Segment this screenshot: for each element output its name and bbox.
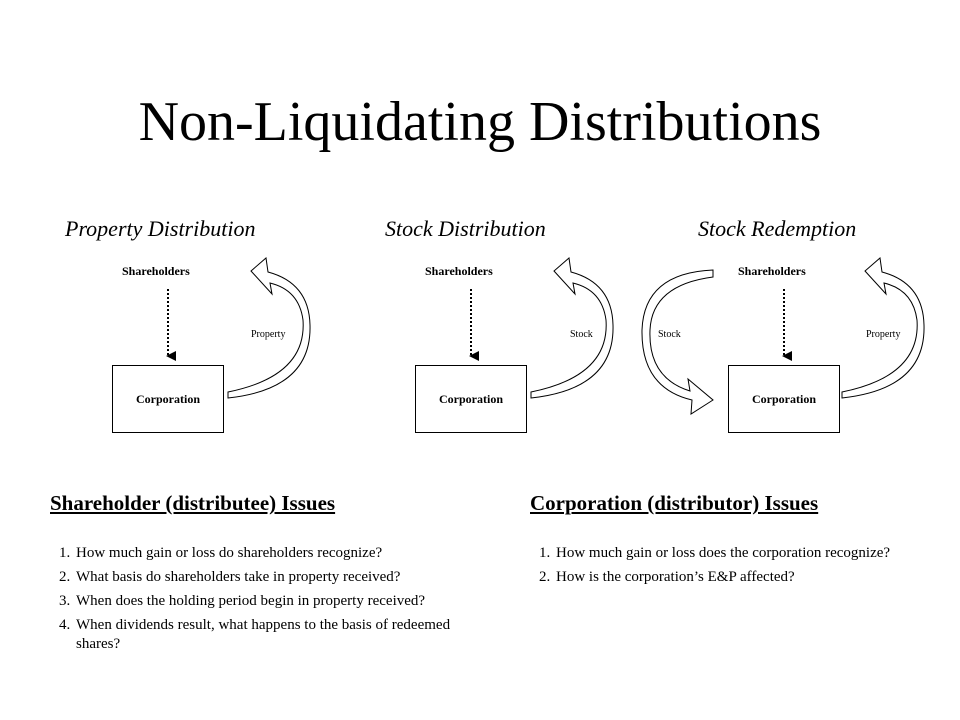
curved-arrow-stock-in-3	[641, 269, 714, 415]
panel-title-stock-redemption: Stock Redemption	[698, 216, 857, 241]
corporation-issues-list: How much gain or loss does the corporati…	[530, 544, 904, 592]
list-item: When dividends result, what happens to t…	[74, 616, 496, 654]
corporation-label-3: Corporation	[752, 391, 816, 406]
shareholders-label-3: Shareholders	[738, 264, 806, 278]
list-item: How much gain or loss does the corporati…	[554, 544, 904, 563]
curved-arrow-property-1	[227, 257, 311, 399]
page-title: Non-Liquidating Distributions	[138, 91, 822, 153]
shareholder-issues-list: How much gain or loss do shareholders re…	[50, 544, 514, 659]
corporation-label-2: Corporation	[439, 391, 503, 406]
flow-label-property-1: Property	[251, 329, 286, 340]
corporation-box-2: Corporation	[415, 365, 527, 433]
panel-title-stock-distribution: Stock Distribution	[385, 216, 546, 241]
shareholder-issues-heading: Shareholder (distributee) Issues	[50, 491, 336, 515]
corporation-issues-heading: Corporation (distributor) Issues	[530, 491, 819, 515]
curved-arrow-stock-2	[530, 257, 614, 399]
flow-label-property-3: Property	[866, 329, 901, 340]
flow-label-stock-3: Stock	[658, 329, 681, 340]
flow-label-stock-2: Stock	[570, 329, 593, 340]
list-item: What basis do shareholders take in prope…	[74, 568, 514, 587]
corporation-box-3: Corporation	[728, 365, 840, 433]
curved-arrow-property-3	[841, 257, 925, 399]
corporation-box-1: Corporation	[112, 365, 224, 433]
shareholders-label-1: Shareholders	[122, 264, 190, 278]
list-item: How much gain or loss do shareholders re…	[74, 544, 514, 563]
shareholders-label-2: Shareholders	[425, 264, 493, 278]
panel-title-property-distribution: Property Distribution	[65, 216, 256, 241]
list-item: When does the holding period begin in pr…	[74, 592, 466, 611]
corporation-label-1: Corporation	[136, 391, 200, 406]
list-item: How is the corporation’s E&P affected?	[554, 568, 904, 587]
